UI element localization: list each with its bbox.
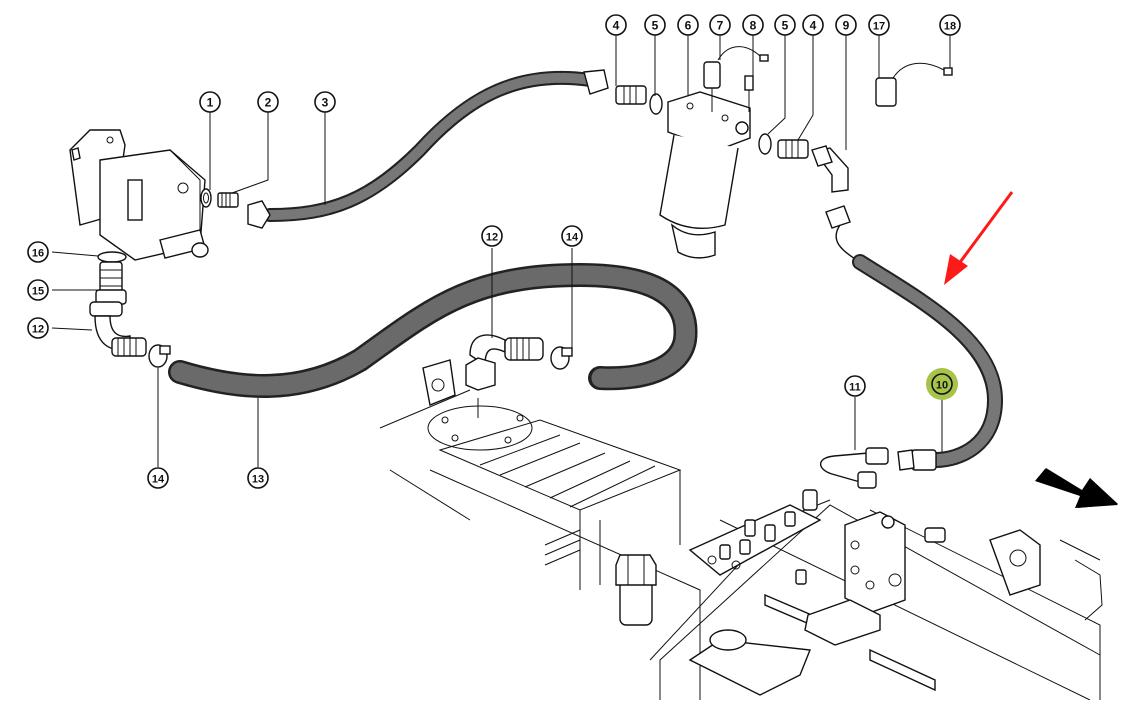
- callout-circle: [27, 279, 49, 301]
- hose-10: [825, 205, 1004, 471]
- callout-11: 11: [844, 375, 866, 397]
- hydraulic-tank: [379, 359, 1103, 701]
- callout-5: 5: [774, 14, 796, 36]
- callout-16: 16: [27, 241, 49, 263]
- callout-circle: [644, 14, 666, 36]
- bolt-8: [744, 75, 754, 112]
- callout-14: 14: [147, 467, 169, 489]
- seal-ring-1: [200, 188, 212, 208]
- hose-3: [247, 69, 609, 229]
- callout-3: 3: [314, 91, 336, 113]
- callout-circle: [742, 14, 764, 36]
- port-fittings: [707, 489, 818, 585]
- callout-circle: [199, 91, 221, 113]
- callout-circle: [931, 373, 953, 395]
- callout-label: 6: [685, 19, 692, 33]
- callout-circle: [27, 241, 49, 263]
- callout-4: 4: [605, 14, 627, 36]
- pipe-11: [819, 447, 889, 489]
- callout-circle: [247, 467, 269, 489]
- callout-circle: [257, 91, 279, 113]
- elbow-12-left: [89, 301, 147, 357]
- callout-label: 12: [486, 232, 498, 244]
- callout-label: 15: [32, 286, 44, 298]
- callout-circle: [868, 14, 890, 36]
- valve-block: [804, 511, 946, 646]
- callout-12: 12: [27, 317, 49, 339]
- callout-label: 11: [849, 382, 861, 394]
- elbow-fitting-9: [811, 145, 849, 193]
- hydraulic-pump: [69, 129, 209, 261]
- callout-circle: [677, 14, 699, 36]
- callout-label: 5: [652, 19, 659, 33]
- callout-label: 2: [265, 96, 272, 110]
- callout-label: 13: [252, 474, 264, 486]
- callout-label: 18: [944, 21, 956, 33]
- callout-circle: [844, 375, 866, 397]
- callout-circle: [709, 14, 731, 36]
- callout-label: 16: [32, 248, 44, 260]
- callout-label: 14: [566, 232, 579, 244]
- callout-label: 1: [207, 96, 214, 110]
- callout-circle: [561, 225, 583, 247]
- callout-6: 6: [677, 14, 699, 36]
- pointer-arrow: [944, 191, 1014, 285]
- callout-label: 4: [613, 19, 620, 33]
- callout-circle: [835, 14, 857, 36]
- callout-label: 7: [717, 19, 724, 33]
- callout-circle: [314, 91, 336, 113]
- callout-label: 17: [873, 21, 885, 33]
- callout-circle: [481, 225, 503, 247]
- adapter-15: [95, 261, 127, 305]
- callout-label: 5: [782, 19, 789, 33]
- callout-15: 15: [27, 279, 49, 301]
- callout-circle: [774, 14, 796, 36]
- callout-14: 14: [561, 225, 583, 247]
- pressure-switch-7: [703, 46, 769, 112]
- adapter-fitting-2: [217, 192, 239, 208]
- leader-lines: [51, 35, 951, 467]
- callout-circle: [605, 14, 627, 36]
- callout-5: 5: [644, 14, 666, 36]
- callout-12: 12: [481, 225, 503, 247]
- callout-circle: [27, 317, 49, 339]
- seal-16: [97, 251, 127, 263]
- callout-label: 4: [810, 19, 817, 33]
- callout-circle: [802, 14, 824, 36]
- filter-fittings-right: [758, 133, 809, 159]
- callout-10: 10: [926, 368, 958, 400]
- callout-13: 13: [247, 467, 269, 489]
- direction-arrow: [1035, 468, 1118, 508]
- pressure-switch-17: [875, 62, 953, 107]
- callout-4: 4: [802, 14, 824, 36]
- hose-clamp-14-left: [148, 344, 171, 368]
- callout-2: 2: [257, 91, 279, 113]
- callout-7: 7: [709, 14, 731, 36]
- callout-label: 8: [750, 19, 757, 33]
- hose-clamp-14-right: [550, 346, 573, 370]
- callout-8: 8: [742, 14, 764, 36]
- callout-circle: [147, 467, 169, 489]
- callout-label: 14: [152, 474, 165, 486]
- callout-label: 3: [322, 96, 329, 110]
- callout-17: 17: [868, 14, 890, 36]
- callout-9: 9: [835, 14, 857, 36]
- oil-filter-6: [659, 91, 751, 259]
- hose-13: [168, 262, 698, 398]
- elbow-12-center: [465, 334, 544, 391]
- callout-label: 10: [936, 380, 948, 392]
- highlight-marker: [926, 368, 958, 400]
- callout-label: 12: [32, 324, 44, 336]
- callout-circle: [939, 14, 961, 36]
- callout-18: 18: [939, 14, 961, 36]
- callout-label: 9: [843, 19, 850, 33]
- filter-fittings-left: [615, 85, 663, 115]
- callout-1: 1: [199, 91, 221, 113]
